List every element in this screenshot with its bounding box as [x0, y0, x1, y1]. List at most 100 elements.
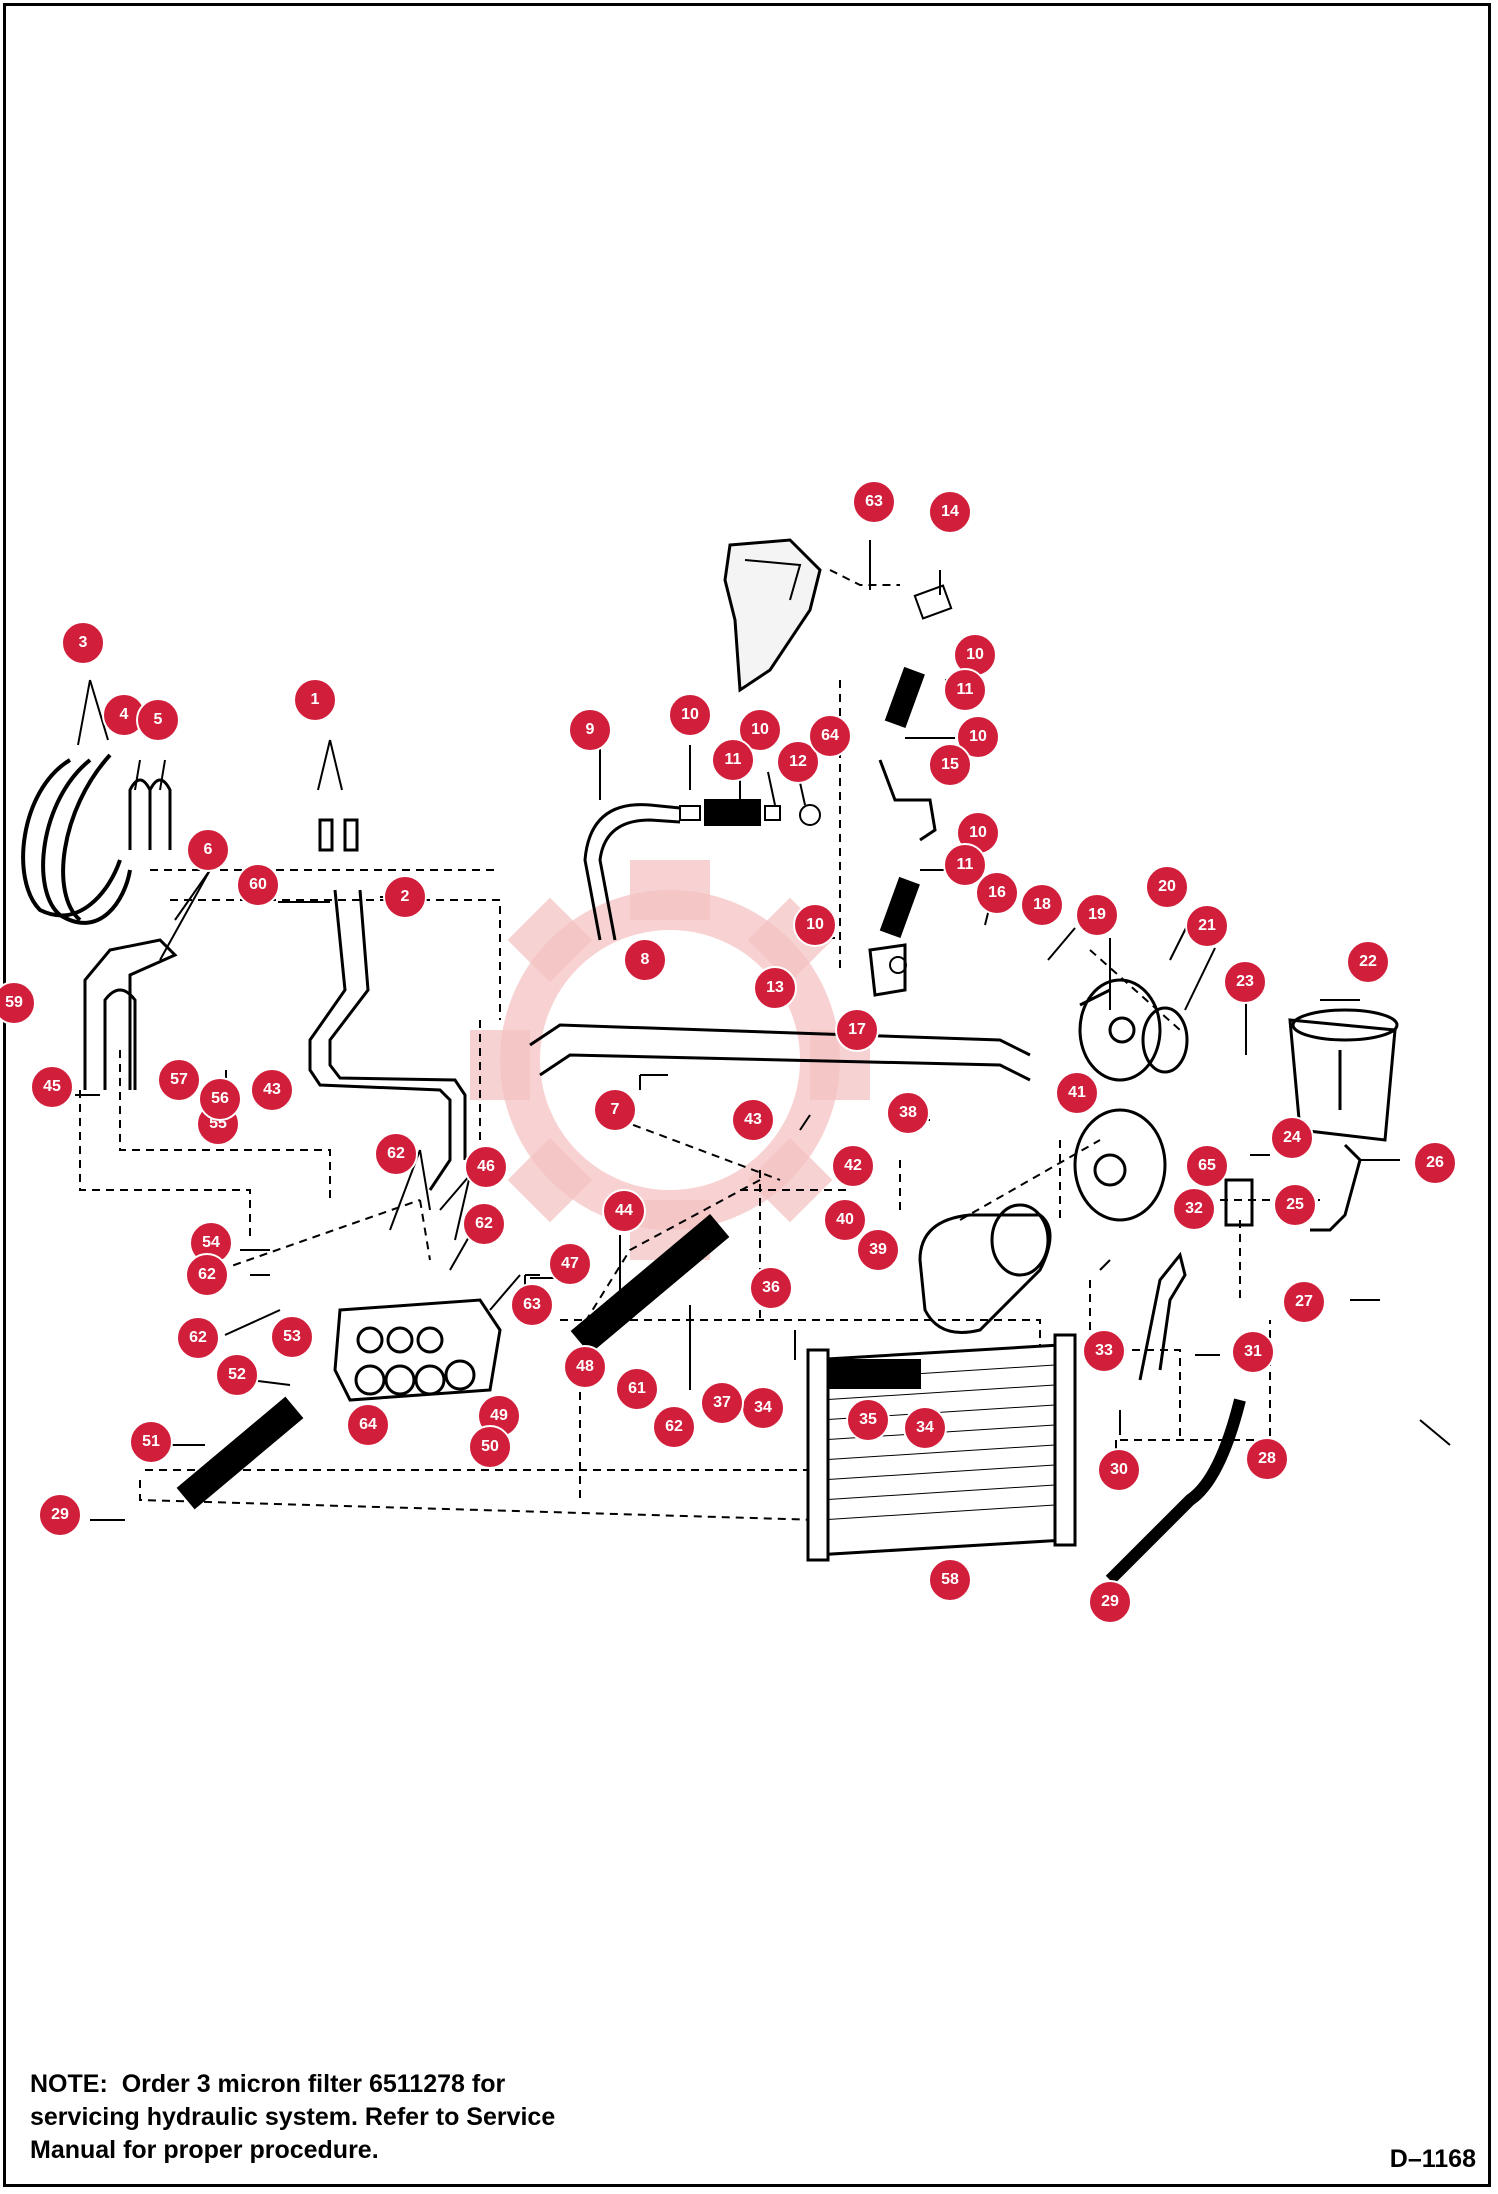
drawing-frame — [3, 3, 1491, 2187]
fittings-1 — [318, 818, 359, 852]
callout-41[interactable]: 41 — [1055, 1071, 1099, 1115]
leader-lines — [75, 540, 1451, 1521]
callout-36[interactable]: 36 — [749, 1266, 793, 1310]
callout-46[interactable]: 46 — [464, 1145, 508, 1189]
callout-6[interactable]: 6 — [186, 828, 230, 872]
callout-14[interactable]: 14 — [928, 490, 972, 534]
callout-8[interactable]: 8 — [623, 938, 667, 982]
callout-42[interactable]: 42 — [831, 1144, 875, 1188]
callout-62[interactable]: 62 — [462, 1202, 506, 1246]
callout-47[interactable]: 47 — [548, 1242, 592, 1286]
callout-34[interactable]: 34 — [903, 1406, 947, 1450]
callout-20[interactable]: 20 — [1145, 865, 1189, 909]
tube-4-5 — [128, 778, 172, 850]
callout-23[interactable]: 23 — [1223, 960, 1267, 1004]
callout-43[interactable]: 43 — [731, 1098, 775, 1142]
callout-13[interactable]: 13 — [753, 966, 797, 1010]
drawing-number: D–1168 — [1389, 2145, 1476, 2173]
callout-51[interactable]: 51 — [129, 1420, 173, 1464]
callout-59[interactable]: 59 — [0, 981, 36, 1025]
callout-1[interactable]: 1 — [293, 678, 337, 722]
callout-45[interactable]: 45 — [30, 1065, 74, 1109]
callout-15[interactable]: 15 — [928, 743, 972, 787]
callout-35[interactable]: 35 — [846, 1398, 890, 1442]
callout-7[interactable]: 7 — [593, 1088, 637, 1132]
callout-26[interactable]: 26 — [1413, 1141, 1457, 1185]
callout-30[interactable]: 30 — [1097, 1448, 1141, 1492]
callout-28[interactable]: 28 — [1245, 1437, 1289, 1481]
hose-assembly-left — [21, 753, 132, 925]
tube-9 — [583, 803, 681, 941]
callout-40[interactable]: 40 — [823, 1198, 867, 1242]
callout-22[interactable]: 22 — [1346, 940, 1390, 984]
callout-11[interactable]: 11 — [711, 738, 755, 782]
callout-60[interactable]: 60 — [236, 863, 280, 907]
callout-29[interactable]: 29 — [38, 1493, 82, 1537]
hoses-11-vertical — [878, 584, 953, 939]
valve-body-13-17 — [868, 943, 907, 997]
callout-24[interactable]: 24 — [1270, 1116, 1314, 1160]
hose-28 — [1105, 1398, 1246, 1585]
note-line-2: servicing hydraulic system. Refer to Ser… — [30, 2103, 556, 2131]
callout-63[interactable]: 63 — [510, 1283, 554, 1327]
callout-62[interactable]: 62 — [652, 1405, 696, 1449]
callout-44[interactable]: 44 — [602, 1189, 646, 1233]
callout-34[interactable]: 34 — [741, 1386, 785, 1430]
note-line-3: Manual for proper procedure. — [30, 2136, 379, 2164]
callout-33[interactable]: 33 — [1082, 1329, 1126, 1373]
callout-64[interactable]: 64 — [808, 714, 852, 758]
callout-16[interactable]: 16 — [975, 871, 1019, 915]
callout-10[interactable]: 10 — [668, 693, 712, 737]
callout-43[interactable]: 43 — [250, 1068, 294, 1112]
callout-19[interactable]: 19 — [1075, 893, 1119, 937]
callout-61[interactable]: 61 — [615, 1367, 659, 1411]
callout-58[interactable]: 58 — [928, 1558, 972, 1602]
callout-25[interactable]: 25 — [1273, 1183, 1317, 1227]
filter-41 — [1073, 1108, 1167, 1222]
callout-39[interactable]: 39 — [856, 1228, 900, 1272]
reservoir-65 — [918, 1203, 1052, 1334]
callout-64[interactable]: 64 — [346, 1403, 390, 1447]
filter-head-19 — [1078, 978, 1162, 1082]
callout-57[interactable]: 57 — [157, 1058, 201, 1102]
callout-31[interactable]: 31 — [1231, 1330, 1275, 1374]
callout-2[interactable]: 2 — [383, 875, 427, 919]
callout-48[interactable]: 48 — [563, 1345, 607, 1389]
callout-11[interactable]: 11 — [943, 668, 987, 712]
callout-56[interactable]: 56 — [198, 1077, 242, 1121]
filter-22 — [1288, 1008, 1399, 1142]
oil-cooler-57 — [806, 1333, 1077, 1562]
callout-53[interactable]: 53 — [270, 1315, 314, 1359]
callout-65[interactable]: 65 — [1185, 1144, 1229, 1188]
hose-44 — [570, 1214, 730, 1354]
o-ring-21 — [1141, 1006, 1189, 1074]
callout-10[interactable]: 10 — [793, 903, 837, 947]
callout-18[interactable]: 18 — [1020, 883, 1064, 927]
callout-63[interactable]: 63 — [852, 480, 896, 524]
control-valve-53 — [333, 1298, 502, 1402]
callout-21[interactable]: 21 — [1185, 904, 1229, 948]
callout-5[interactable]: 5 — [136, 698, 180, 742]
callout-62[interactable]: 62 — [374, 1132, 418, 1176]
note-label: NOTE: — [30, 2070, 108, 2098]
hose-11-horizontal — [679, 799, 821, 826]
callout-9[interactable]: 9 — [568, 708, 612, 752]
callout-27[interactable]: 27 — [1282, 1280, 1326, 1324]
note-line-1: Order 3 micron filter 6511278 for — [121, 2070, 506, 2098]
callout-52[interactable]: 52 — [215, 1353, 259, 1397]
tube-58 — [83, 938, 178, 1090]
callout-32[interactable]: 32 — [1172, 1187, 1216, 1231]
callout-50[interactable]: 50 — [468, 1425, 512, 1469]
callout-62[interactable]: 62 — [176, 1316, 220, 1360]
callout-62[interactable]: 62 — [185, 1253, 229, 1297]
callout-38[interactable]: 38 — [886, 1091, 930, 1135]
callout-10[interactable]: 10 — [956, 715, 1000, 759]
tube-26 — [1310, 1143, 1362, 1232]
callout-17[interactable]: 17 — [835, 1008, 879, 1052]
callout-37[interactable]: 37 — [700, 1381, 744, 1425]
callout-29[interactable]: 29 — [1088, 1580, 1132, 1624]
callout-3[interactable]: 3 — [61, 621, 105, 665]
hose-51 — [176, 1396, 304, 1510]
inline-filter-25 — [1224, 1178, 1254, 1227]
